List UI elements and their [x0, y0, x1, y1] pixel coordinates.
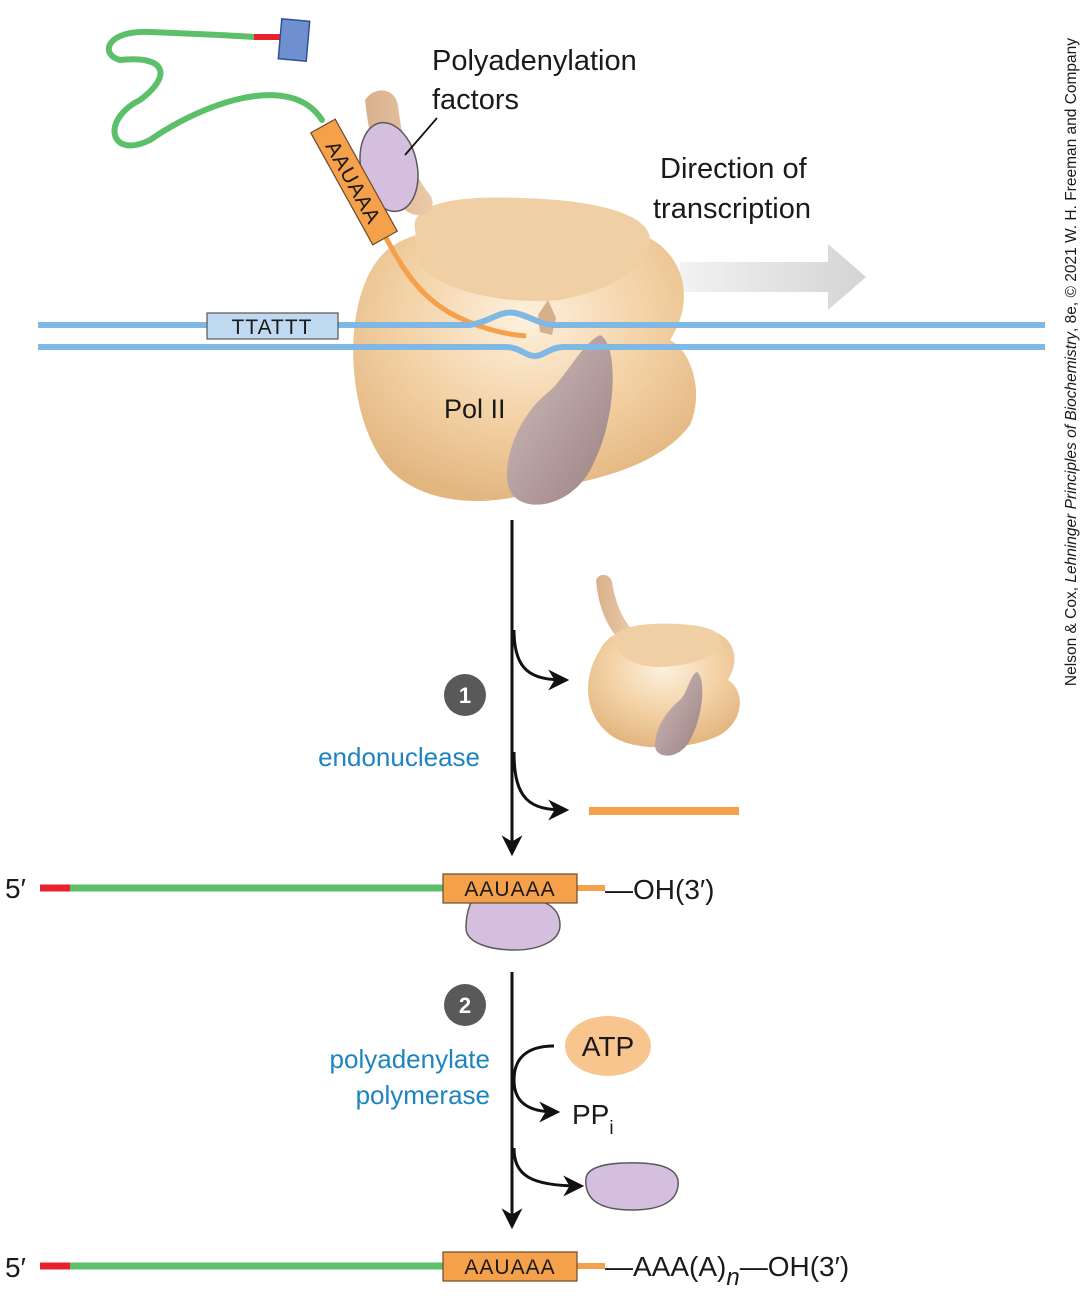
released-pol2 — [588, 574, 740, 756]
direction-label-2: transcription — [653, 193, 811, 225]
bound-factor-1 — [465, 896, 561, 951]
direction-arrow-icon — [680, 244, 866, 310]
rna-transcript — [105, 28, 325, 149]
rna-3prime-segment — [380, 230, 527, 339]
step1-branch-arrow-pol — [512, 629, 570, 691]
pol2-label: Pol II — [444, 394, 506, 424]
direction-label-1: Direction of — [660, 153, 808, 185]
step2-atp-arrow — [512, 1044, 561, 1123]
ppi-label: PPi — [572, 1099, 614, 1139]
dna-signal-text: TTATTT — [231, 316, 312, 339]
ppi-subscript: i — [609, 1118, 613, 1139]
polya-end-label: —AAA(A)n—OH(3′) — [605, 1251, 849, 1291]
cleaved-end-label: —OH(3′) — [605, 874, 714, 905]
rna-signal-box-1 — [442, 873, 578, 904]
dna-strand-bottom — [38, 344, 1045, 360]
step-circle-icon — [444, 984, 486, 1026]
five-prime-label-2: 5′ — [5, 1252, 26, 1283]
step-circle-icon — [444, 674, 486, 716]
dna-signal-box — [206, 312, 339, 340]
pol2-ctd — [506, 335, 613, 505]
step1-branch-arrow-fragment — [512, 751, 570, 821]
step1-number: 1 — [459, 683, 471, 708]
atp-label: ATP — [582, 1031, 634, 1062]
dna-strand-top — [38, 309, 1045, 328]
factors-label-2: factors — [432, 84, 519, 116]
step1-enzyme-label: endonuclease — [318, 742, 480, 772]
step2-number: 2 — [459, 993, 471, 1018]
polya-n-subscript: n — [726, 1264, 739, 1291]
pol2-complex: Pol II — [353, 90, 697, 505]
five-prime-label-1: 5′ — [5, 873, 26, 904]
factors-label-1: Polyadenylation — [432, 45, 637, 77]
factor-pointer — [404, 117, 438, 156]
rna-signal-text-1: AAUAAA — [464, 878, 555, 901]
cap-square-icon — [277, 18, 311, 62]
step2-enzyme-label-1: polyadenylate — [330, 1044, 490, 1074]
rna-signal-text-2: AAUAAA — [464, 1256, 555, 1279]
released-factor — [585, 1162, 679, 1211]
step2-factor-release-arrow — [512, 1147, 585, 1197]
atp-bubble — [565, 1016, 651, 1076]
rna-signal-box-2 — [442, 1251, 578, 1282]
credit-line: Nelson & Cox, Lehninger Principles of Bi… — [1063, 37, 1080, 687]
step2-enzyme-label-2: polymerase — [356, 1080, 490, 1110]
